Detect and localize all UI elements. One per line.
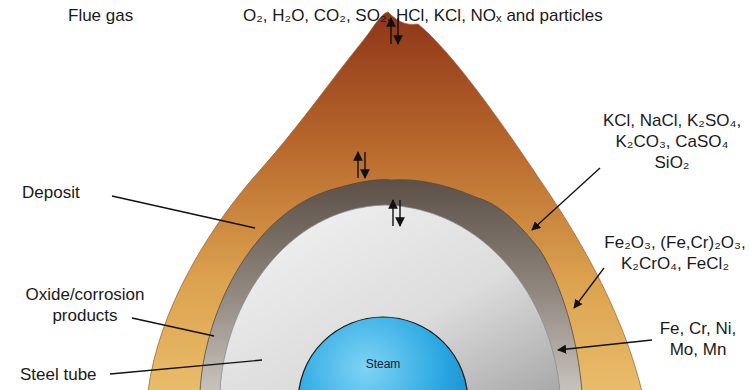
callout-label: Oxide/corrosion products [20,284,150,326]
callout-label: Fe₂O₃, (Fe,Cr)₂O₃, K₂CrO₄, FeCl₂ [604,232,746,274]
node-text: Steam [366,357,401,371]
callout-label: Flue gas [68,5,133,26]
circle-outline [297,316,469,390]
oxide-layer [200,180,582,390]
callout-label: O₂, H₂O, CO₂, SO₂, HCl, KCl, NOₓ and par… [243,5,603,26]
callout-label: KCl, NaCl, K₂SO₄, K₂CO₃, CaSO₄ SiO₂ [602,110,742,173]
steam-circle: Steam [297,316,469,390]
callout-label: Fe, Cr, Ni, Mo, Mn [652,318,744,360]
steel-tube [220,205,560,390]
callout-label: Steel tube [20,364,97,385]
exchange-arrows [358,18,400,226]
callout-label: Deposit [22,182,80,203]
